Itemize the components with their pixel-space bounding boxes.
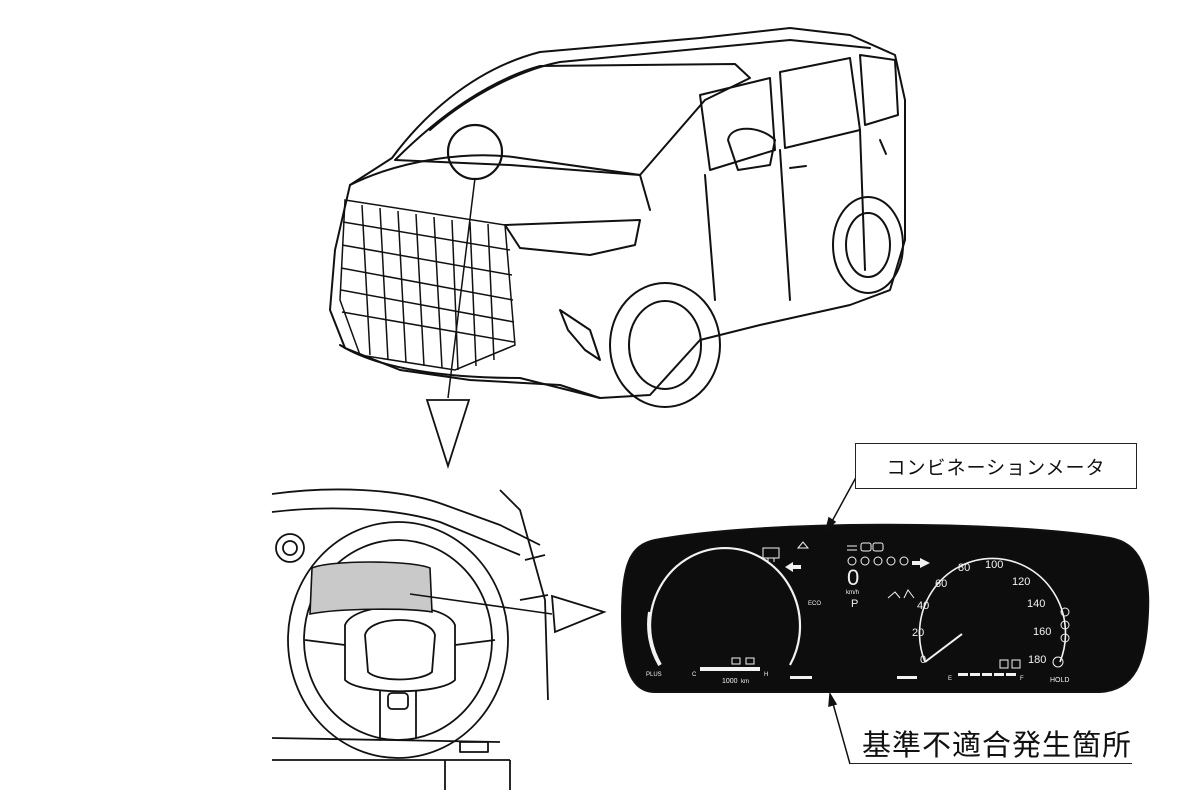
- segment-indicator-left: [790, 676, 812, 679]
- power-gauge: [647, 547, 802, 667]
- right-turn-signal-icon: [912, 558, 930, 568]
- label-underline: [850, 763, 1132, 764]
- speed-tick-120: 120: [1012, 576, 1030, 588]
- speed-tick-100: 100: [985, 559, 1003, 571]
- combination-meter: PLUS C H 1000 km 0 km/h P: [620, 523, 1150, 693]
- odometer-unit: km: [741, 679, 749, 685]
- speed-tick-60: 60: [935, 578, 947, 590]
- warning-indicators-top: [796, 541, 909, 566]
- temp-cold-label: C: [692, 672, 697, 678]
- odometer-value: 1000: [722, 678, 738, 685]
- eco-label: ECO: [808, 601, 821, 607]
- status-icons-mid: [887, 589, 915, 599]
- fault-callout-pointer: [828, 691, 851, 765]
- odometer-bar: [700, 667, 760, 671]
- segment-indicator-right: [897, 676, 917, 679]
- status-icons-right: [999, 607, 1070, 669]
- speed-tick-80: 80: [958, 562, 970, 574]
- speed-tick-140: 140: [1027, 598, 1045, 610]
- speed-tick-160: 160: [1033, 626, 1051, 638]
- combination-meter-label: コンビネーションメータ: [855, 443, 1137, 489]
- speed-tick-labels: 0 20 40 60 80 100 120 140 160 180: [912, 559, 1051, 666]
- hold-label: HOLD: [1050, 677, 1069, 684]
- fuel-gauge: [958, 673, 1016, 676]
- dashboard-illustration: [271, 488, 549, 790]
- dashboard-meter-highlight: [309, 561, 433, 615]
- location-marker-circle: [446, 123, 504, 181]
- right-arrow-icon: [409, 593, 607, 634]
- left-turn-signal-icon: [785, 562, 801, 572]
- speed-value: 0: [847, 565, 859, 590]
- speedometer-gauge: [918, 557, 1067, 663]
- noncompliance-location-label: 基準不適合発生箇所: [862, 730, 1133, 762]
- vehicle-illustration: [329, 27, 906, 408]
- speed-tick-180: 180: [1028, 654, 1046, 666]
- ready-icon: [762, 547, 780, 562]
- speed-tick-0: 0: [920, 654, 926, 666]
- gear-indicator: P: [851, 598, 858, 610]
- speed-tick-20: 20: [912, 627, 924, 639]
- speed-tick-40: 40: [917, 600, 929, 612]
- temp-hot-label: H: [764, 672, 768, 678]
- vehicle-grille: [339, 199, 516, 371]
- speed-unit: km/h: [846, 590, 859, 596]
- meter-housing: [620, 523, 1150, 693]
- down-arrow-icon: [425, 177, 476, 469]
- status-warning-icons-left: [731, 657, 755, 665]
- fuel-full-label: F: [1020, 676, 1024, 682]
- power-label: PLUS: [646, 672, 662, 678]
- fuel-empty-label: E: [948, 676, 952, 682]
